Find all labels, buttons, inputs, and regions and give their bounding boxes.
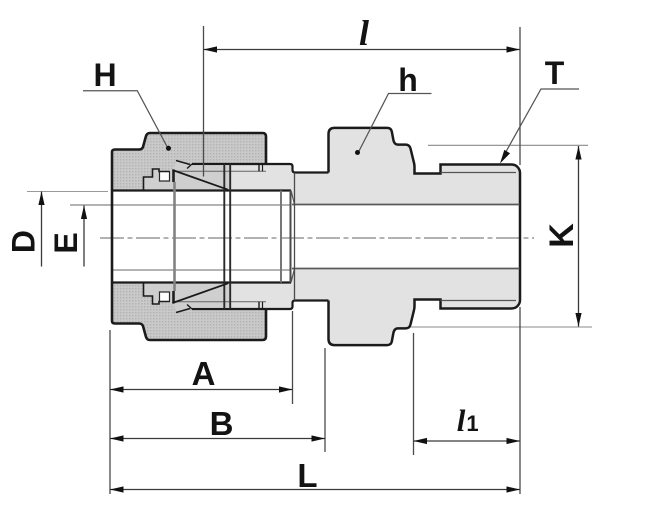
svg-text:B: B bbox=[210, 405, 234, 442]
svg-text:T: T bbox=[545, 55, 565, 91]
svg-text:A: A bbox=[192, 355, 216, 392]
svg-text:H: H bbox=[93, 57, 116, 93]
svg-text:D: D bbox=[6, 230, 42, 253]
svg-text:l: l bbox=[457, 403, 466, 438]
svg-text:K: K bbox=[543, 223, 581, 248]
svg-text:1: 1 bbox=[466, 411, 478, 436]
svg-text:L: L bbox=[297, 457, 317, 494]
svg-text:E: E bbox=[48, 232, 84, 253]
svg-text:h: h bbox=[398, 62, 418, 98]
svg-text:l: l bbox=[359, 13, 369, 53]
